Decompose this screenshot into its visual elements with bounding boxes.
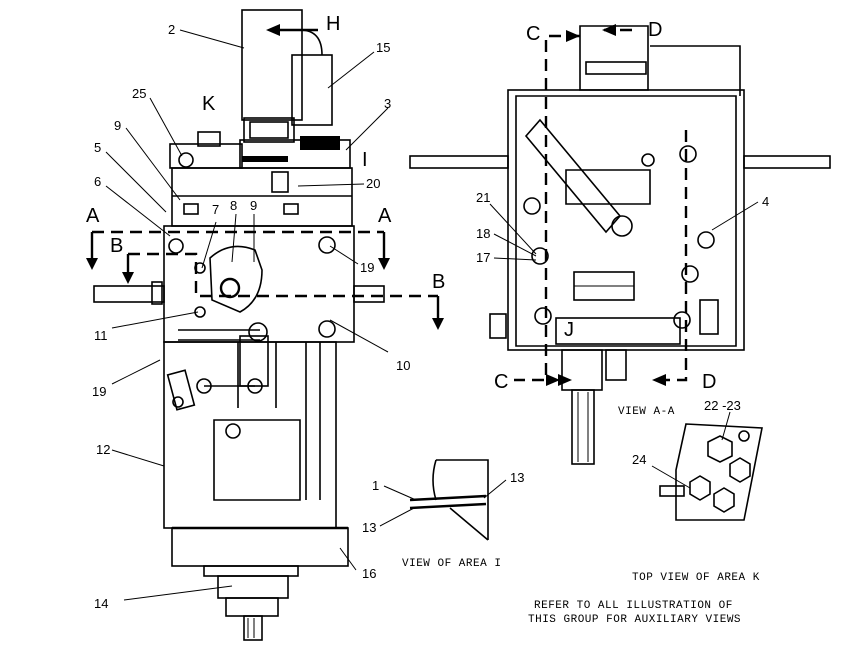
- marker-b-right: B: [432, 271, 445, 293]
- callout-20: 20: [366, 176, 380, 191]
- marker-c-top: C: [526, 23, 540, 45]
- callout-6: 6: [94, 174, 101, 189]
- marker-h: H: [326, 13, 340, 35]
- caption-view-a-a: VIEW A-A: [618, 406, 675, 418]
- caption-refer-line-1: REFER TO ALL ILLUSTRATION OF: [534, 600, 733, 612]
- marker-j: J: [564, 319, 574, 341]
- view-of-area-i: [379, 459, 507, 541]
- callout-19-left: 19: [92, 384, 106, 399]
- caption-refer-line-2: THIS GROUP FOR AUXILIARY VIEWS: [528, 614, 741, 626]
- callout-10: 10: [396, 358, 410, 373]
- marker-a-left: A: [86, 205, 100, 227]
- callout-14: 14: [94, 596, 108, 611]
- leader-lines-view-a-a: [489, 201, 759, 261]
- callout-5: 5: [94, 140, 101, 155]
- callout-11: 11: [94, 328, 108, 343]
- section-line-c-c: [514, 30, 580, 386]
- callout-13-left: 13: [362, 520, 376, 535]
- section-line-b-b: [122, 252, 444, 330]
- section-line-d-d: [602, 24, 688, 386]
- marker-d-bottom: D: [702, 371, 716, 393]
- callout-17: 17: [476, 250, 490, 265]
- callout-13-right: 13: [510, 470, 524, 485]
- callout-7: 7: [212, 202, 219, 217]
- marker-d-top: D: [648, 19, 662, 41]
- section-line-a-a: [86, 230, 390, 270]
- callout-22-23: 22 -23: [704, 398, 741, 413]
- callout-18: 18: [476, 226, 490, 241]
- caption-top-view-of-area-k: TOP VIEW OF AREA K: [632, 572, 760, 584]
- caption-view-of-area-i: VIEW OF AREA I: [402, 558, 501, 570]
- callout-16: 16: [362, 566, 376, 581]
- view-a-a-section: [409, 25, 831, 465]
- callout-1: 1: [372, 478, 379, 493]
- view-arrow-h: [266, 24, 318, 36]
- callout-15: 15: [376, 40, 390, 55]
- marker-k: K: [202, 93, 216, 115]
- marker-c-bottom: C: [494, 371, 508, 393]
- callout-9-top: 9: [114, 118, 121, 133]
- callout-9-mid: 9: [250, 198, 257, 213]
- callout-3: 3: [384, 96, 391, 111]
- main-assembly-side-view: [93, 9, 385, 641]
- callout-8: 8: [230, 198, 237, 213]
- marker-b-left: B: [110, 235, 123, 257]
- marker-a-right: A: [378, 205, 392, 227]
- callout-25: 25: [132, 86, 146, 101]
- callout-19-right: 19: [360, 260, 374, 275]
- callout-2: 2: [168, 22, 175, 37]
- top-view-of-area-k: [651, 411, 763, 521]
- callout-12: 12: [96, 442, 110, 457]
- callout-24: 24: [632, 452, 646, 467]
- callout-4: 4: [762, 194, 769, 209]
- callout-21: 21: [476, 190, 490, 205]
- marker-i: I: [362, 149, 368, 171]
- leader-lines-left: [105, 29, 389, 601]
